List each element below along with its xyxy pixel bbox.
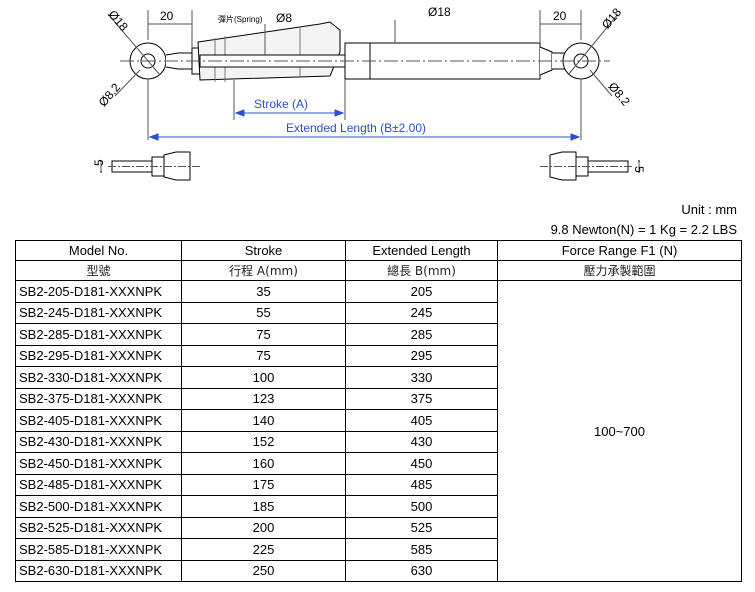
length-cell: 500 (345, 495, 498, 518)
length-cell: 295 (345, 344, 498, 367)
stroke-cell: 55 (181, 301, 346, 324)
stroke-cell: 123 (181, 387, 346, 410)
conversion-note: 9.8 Newton(N) = 1 Kg = 2.2 LBS (550, 222, 737, 237)
model-cell: SB2-585-D181-XXXNPK (15, 538, 182, 561)
header-stroke-sub: 行程 A(mm) (181, 260, 346, 281)
stroke-cell: 200 (181, 516, 346, 539)
gas-spring-technical-drawing: 20 20 Ø18 Ø18 Ø8.2 Ø8.2 彈片(Spring) Ø8 Ø1… (92, 5, 646, 181)
length-cell: 485 (345, 473, 498, 496)
stroke-label: Stroke (A) (254, 97, 308, 111)
model-cell: SB2-330-D181-XXXNPK (15, 366, 182, 389)
length-cell: 205 (345, 280, 498, 303)
spring-label: 彈片(Spring) (218, 14, 263, 24)
dim-eye-left: Ø18 (105, 7, 131, 34)
stroke-cell: 100 (181, 366, 346, 389)
dim-hole-right: Ø8.2 (605, 80, 633, 109)
model-cell: SB2-450-D181-XXXNPK (15, 452, 182, 475)
model-cell: SB2-525-D181-XXXNPK (15, 516, 182, 539)
header-stroke: Stroke (181, 240, 346, 261)
stroke-cell: 185 (181, 495, 346, 518)
stroke-cell: 35 (181, 280, 346, 303)
dim-hole-left: Ø8.2 (96, 80, 124, 109)
model-cell: SB2-205-D181-XXXNPK (15, 280, 182, 303)
stroke-cell: 75 (181, 323, 346, 346)
dim-rod: Ø8 (276, 11, 292, 25)
model-cell: SB2-485-D181-XXXNPK (15, 473, 182, 496)
unit-note: Unit : mm (681, 202, 737, 217)
stroke-cell: 140 (181, 409, 346, 432)
model-cell: SB2-500-D181-XXXNPK (15, 495, 182, 518)
length-cell: 375 (345, 387, 498, 410)
model-cell: SB2-245-D181-XXXNPK (15, 301, 182, 324)
length-cell: 585 (345, 538, 498, 561)
stroke-cell: 75 (181, 344, 346, 367)
force-range-cell: 100~700 (497, 280, 742, 582)
stroke-cell: 225 (181, 538, 346, 561)
header-subrow: 型號 行程 A(mm) 總長 B(mm) 壓力承製範圍 (15, 260, 742, 281)
length-cell: 245 (345, 301, 498, 324)
length-cell: 285 (345, 323, 498, 346)
model-cell: SB2-375-D181-XXXNPK (15, 387, 182, 410)
model-cell: SB2-285-D181-XXXNPK (15, 323, 182, 346)
stroke-cell: 250 (181, 559, 346, 582)
header-model-sub: 型號 (15, 260, 182, 281)
header-force-sub: 壓力承製範圍 (497, 260, 742, 281)
dim-side-right: 5 (632, 166, 646, 173)
dim-rod-end-left: 20 (160, 9, 174, 23)
length-cell: 450 (345, 452, 498, 475)
length-label: Extended Length (B±2.00) (286, 121, 426, 135)
header-length-sub: 總長 B(mm) (345, 260, 498, 281)
header-model: Model No. (15, 240, 182, 261)
length-cell: 525 (345, 516, 498, 539)
dim-body: Ø18 (428, 5, 451, 19)
model-cell: SB2-630-D181-XXXNPK (15, 559, 182, 582)
spring-cover (197, 21, 341, 81)
spec-table: Model No. Stroke Extended Length Force R… (15, 240, 742, 582)
header-force: Force Range F1 (N) (497, 240, 742, 261)
dim-rod-end-right: 20 (553, 9, 567, 23)
dim-eye-right: Ø18 (599, 5, 625, 32)
length-cell: 430 (345, 430, 498, 453)
model-cell: SB2-295-D181-XXXNPK (15, 344, 182, 367)
header-length: Extended Length (345, 240, 498, 261)
model-cell: SB2-430-D181-XXXNPK (15, 430, 182, 453)
stroke-cell: 175 (181, 473, 346, 496)
length-cell: 405 (345, 409, 498, 432)
model-cell: SB2-405-D181-XXXNPK (15, 409, 182, 432)
header-row: Model No. Stroke Extended Length Force R… (15, 240, 742, 261)
length-cell: 330 (345, 366, 498, 389)
stroke-cell: 160 (181, 452, 346, 475)
stroke-cell: 152 (181, 430, 346, 453)
length-cell: 630 (345, 559, 498, 582)
dim-side-left: 5 (92, 159, 106, 166)
